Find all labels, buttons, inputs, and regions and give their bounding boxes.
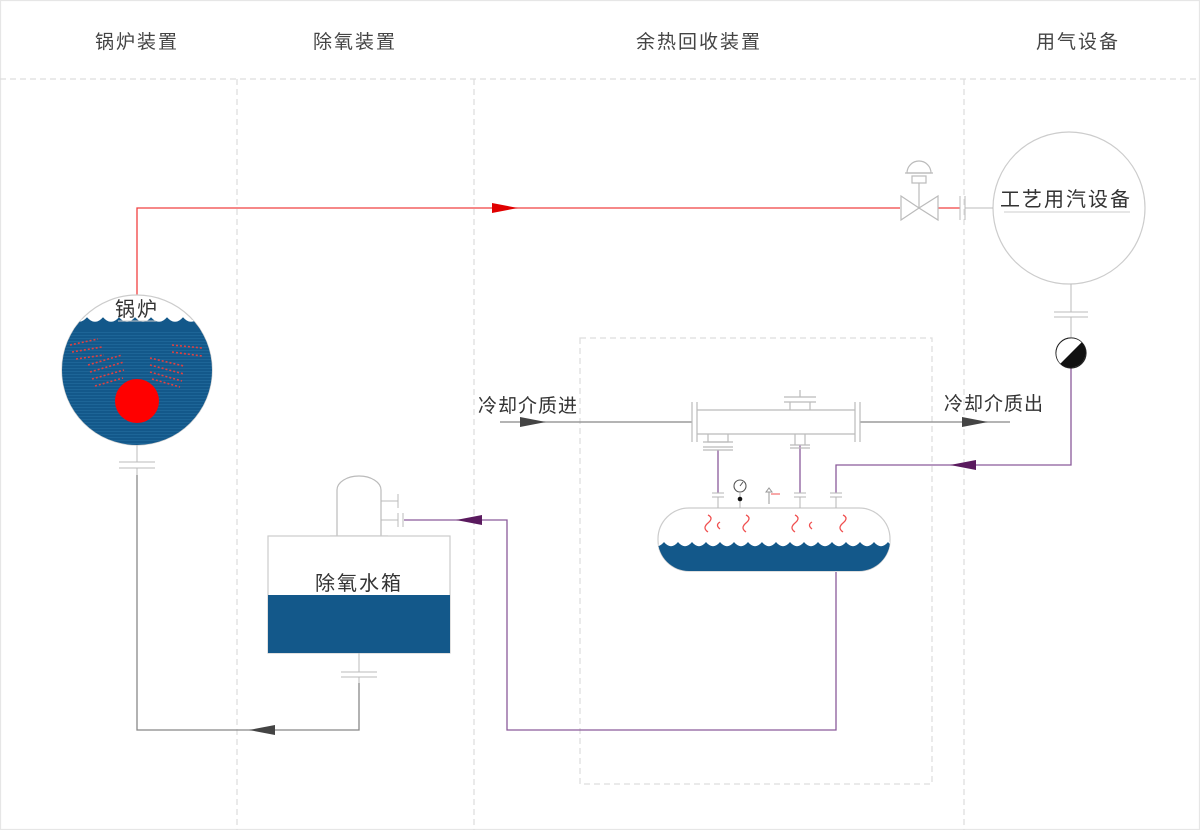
feedwater-pipe xyxy=(136,475,360,731)
flame-icon xyxy=(69,338,203,388)
heat-exchanger[interactable] xyxy=(691,390,861,451)
flash-tank-water xyxy=(658,539,890,571)
feedwater-flow-arrow xyxy=(249,725,275,735)
pressure-gauge-icon xyxy=(733,479,747,502)
header-boiler-section: 锅炉装置 xyxy=(95,31,179,53)
thermometer-icon xyxy=(765,487,780,504)
coolant-in-label: 冷却介质进 xyxy=(478,395,578,417)
steam-main-pipe xyxy=(136,207,960,296)
header-steam-user-section: 用气设备 xyxy=(1036,31,1120,53)
deaerator-water xyxy=(268,595,450,653)
condensate-arrow-lower xyxy=(456,515,482,525)
flash-tank[interactable] xyxy=(650,492,902,575)
process-steam-equipment[interactable]: 工艺用汽设备 xyxy=(959,131,1146,337)
coolant-in-arrow xyxy=(520,417,546,427)
condensate-arrow-upper xyxy=(950,460,976,470)
header-heat-recovery-section: 余热回收装置 xyxy=(636,31,762,53)
boiler-water xyxy=(62,314,212,445)
header-deaerator-section: 除氧装置 xyxy=(313,31,397,53)
coolant-out-label: 冷却介质出 xyxy=(944,393,1044,415)
coolant-out-arrow xyxy=(962,417,988,427)
boiler-label: 锅炉 xyxy=(115,297,159,321)
process-equipment-label: 工艺用汽设备 xyxy=(1000,187,1132,211)
deaerator-tank[interactable]: 除氧水箱 xyxy=(267,475,451,683)
steam-flow-arrow xyxy=(492,203,518,213)
boiler[interactable]: 锅炉 xyxy=(55,294,225,475)
steam-trap-icon[interactable] xyxy=(1055,337,1087,369)
boiler-fire xyxy=(115,379,159,423)
deaerator-label: 除氧水箱 xyxy=(315,571,403,595)
wave-icon xyxy=(704,514,847,533)
valve-icon[interactable] xyxy=(900,160,939,222)
